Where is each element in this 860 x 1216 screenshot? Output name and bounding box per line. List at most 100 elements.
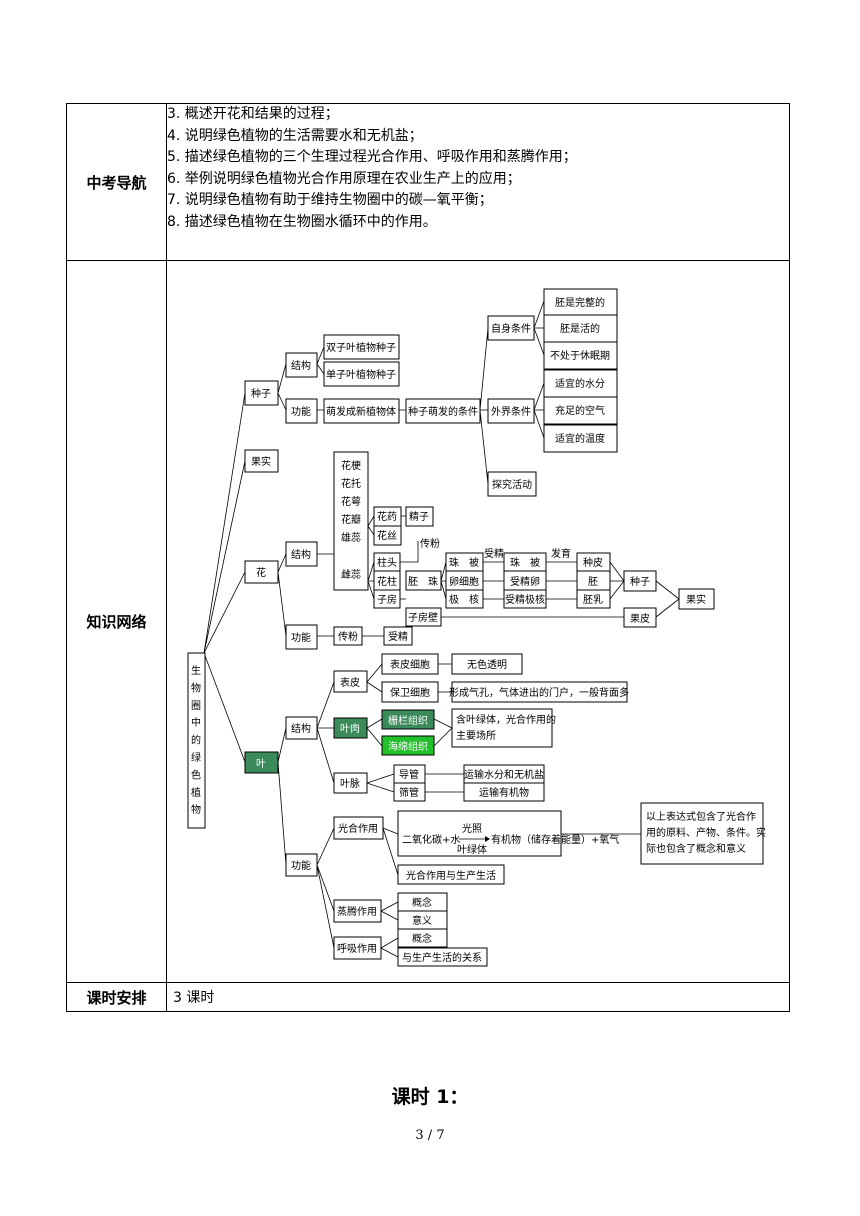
sieve-label: 筛管 (399, 786, 419, 799)
sperm-label: 精子 (409, 510, 429, 523)
page-number: 3 / 7 (415, 1128, 445, 1143)
seed2-box (623, 570, 657, 592)
colorless-box (451, 653, 523, 675)
germination-box (405, 398, 481, 424)
flower-part: 花瓣 (341, 513, 361, 526)
concept2-label: 概念 (412, 932, 432, 945)
meaning-label: 意义 (412, 914, 432, 927)
ovary-wall-label: 子房壁 (408, 611, 438, 624)
transpiration-box (333, 899, 382, 923)
fruit-box (678, 588, 715, 610)
equation-arrow-head (485, 836, 490, 842)
monocot-label: 单子叶植物种子 (326, 368, 396, 381)
ovary-wall-box (405, 607, 442, 627)
leaf-function-label: 功能 (291, 859, 311, 872)
root-box (187, 652, 206, 829)
stomata-label: 形成气孔，气体进出的门户，一般背面多 (449, 686, 629, 699)
schedule-value: 3 课时 (166, 982, 790, 1012)
equation-note-box (640, 802, 764, 865)
egg-label: 卵细胞 (449, 575, 479, 588)
anther-label: 花药 (377, 510, 397, 523)
leaf-label: 叶 (256, 758, 266, 770)
fert-polar-box (503, 589, 547, 609)
seed-structure-label: 结构 (291, 359, 311, 372)
concept2-box (397, 928, 448, 948)
resp-life-label: 与生产生活的关系 (402, 951, 482, 964)
organic-transport-box (463, 782, 545, 802)
vein-box (333, 772, 368, 794)
transpiration-label: 蒸腾作用 (337, 905, 377, 918)
seed-box (244, 380, 279, 406)
fruit-top-label: 果实 (251, 455, 271, 468)
chloroplast-desc-line: 主要场所 (456, 729, 496, 742)
exam-item: 3. 概述开花和结果的过程； (167, 106, 339, 122)
cond-label: 充足的空气 (555, 404, 605, 417)
cond-box (543, 288, 618, 316)
flower-function-label: 功能 (291, 631, 311, 644)
mesophyll-box (333, 717, 368, 739)
leaf-structure-box (285, 716, 318, 740)
cond-label: 胚是完整的 (555, 296, 605, 309)
water-transport-label: 运输水分和无机盐 (464, 768, 544, 781)
endosperm-label: 胚乳 (583, 593, 603, 606)
cond-box (543, 341, 618, 370)
ovule-box (405, 570, 442, 591)
dicot-box (323, 334, 400, 360)
palisade-box (381, 709, 435, 730)
cond-box (543, 424, 618, 453)
cond-label: 适宜的水分 (555, 377, 605, 390)
embryo-label: 胚 (588, 576, 598, 588)
fert-polar-label: 受精极核 (505, 593, 545, 606)
palisade-label: 栅栏组织 (388, 714, 428, 727)
knowledge-network-label: 知识网络 (66, 260, 167, 983)
epidermal-cell-box (381, 653, 439, 675)
ext-cond-label: 外界条件 (491, 405, 531, 418)
exam-item: 6. 举例说明绿色植物光合作用原理在农业生产上的应用； (167, 170, 521, 187)
flower-label: 花 (256, 566, 266, 579)
polar-box (445, 589, 484, 609)
seed-function-box (285, 398, 318, 424)
equation-light: 光照 (462, 822, 482, 835)
respiration-box (333, 936, 382, 960)
seed2-label: 种子 (630, 575, 650, 588)
flower-structure-label: 结构 (291, 548, 311, 561)
equation-note-line: 际也包含了概念和意义 (646, 842, 746, 855)
respiration-label: 呼吸作用 (337, 943, 377, 955)
fruit-top-box (244, 449, 279, 473)
exam-guide-label: 中考导航 (66, 103, 167, 261)
develop-label: 萌发成新植物体 (326, 405, 396, 418)
exam-item: 5. 描述绿色植物的三个生理过程光合作用、呼吸作用和蒸腾作用； (167, 149, 577, 165)
exam-item: 4. 说明绿色植物的生活需要水和无机盐； (167, 127, 423, 144)
fruit-label: 果实 (686, 593, 706, 606)
fertilization2-box (383, 626, 413, 646)
develop-box (323, 398, 400, 424)
equation-box (397, 810, 562, 857)
cond-box (543, 396, 618, 425)
pericarp-box (623, 607, 657, 628)
dicot-label: 双子叶植物种子 (326, 341, 396, 354)
chloroplast-desc-box (451, 708, 553, 748)
pericarp-label: 果皮 (630, 612, 650, 625)
leaf-function-box (285, 853, 318, 877)
zygote-label: 受精卵 (510, 575, 540, 588)
guard-cell-label: 保卫细胞 (390, 686, 430, 699)
cond-label: 不处于休眠期 (550, 350, 610, 362)
sperm-box (405, 506, 434, 527)
integument2-label: 珠 被 (510, 556, 540, 569)
polar-label: 极 核 (449, 593, 479, 606)
pistil-label: 雌蕊 (341, 568, 361, 581)
equation-note-line: 以上表达式包含了光合作 (646, 810, 756, 823)
exam-item: 7. 说明绿色植物有助于维持生物圈中的碳—氧平衡； (167, 192, 493, 208)
organic-transport-label: 运输有机物 (479, 786, 529, 799)
integument-label: 珠 被 (449, 556, 479, 569)
flower-function-box (285, 624, 318, 650)
photo-life-box (397, 864, 505, 885)
flower-parts-box (333, 451, 369, 591)
colorless-label: 无色透明 (467, 658, 507, 671)
seed-structure-box (285, 352, 318, 378)
equation-right: 有机物（储存着能量）+氧气 (491, 833, 619, 846)
ovule-label: 胚 珠 (408, 575, 438, 588)
equation-note-line: 用的原料、产物、条件。实 (646, 826, 766, 839)
epidermal-cell-label: 表皮细胞 (390, 658, 430, 671)
lesson-plan-table: 中考导航 3. 概述开花和结果的过程； 4. 说明绿色植物的生活需要水和无机盐；… (66, 103, 790, 1012)
